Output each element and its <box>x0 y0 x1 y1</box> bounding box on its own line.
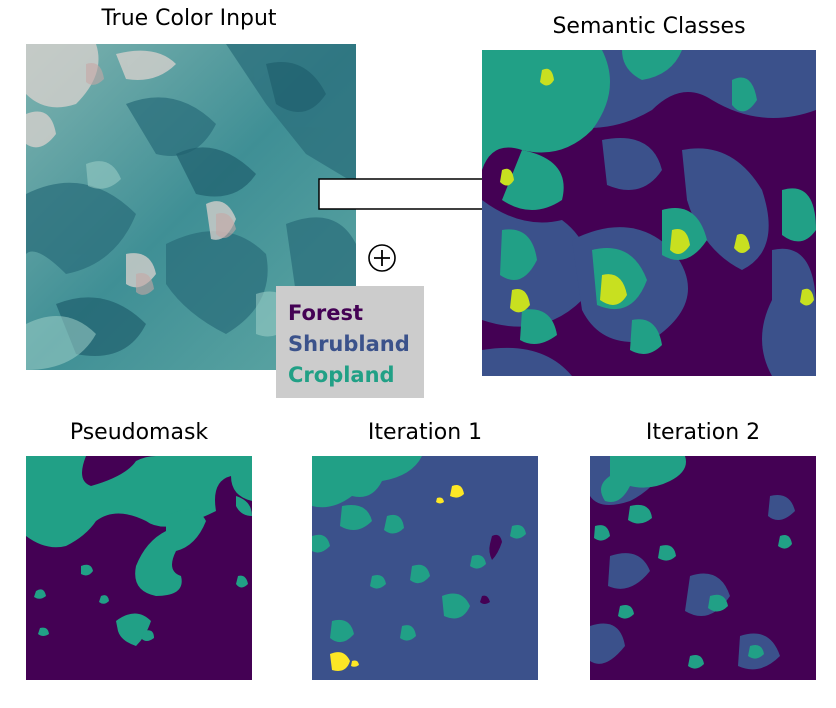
circled-plus-icon <box>366 242 398 274</box>
title-iteration-2: Iteration 2 <box>645 420 761 445</box>
title-iteration-1: Iteration 1 <box>367 420 483 445</box>
semantic-classes-map <box>482 50 816 376</box>
pseudomask-map <box>26 456 252 680</box>
title-pseudomask: Pseudomask <box>69 420 209 445</box>
legend-item-cropland: Cropland <box>288 363 395 387</box>
true-color-image <box>26 44 356 370</box>
title-semantic-classes: Semantic Classes <box>552 14 746 39</box>
legend-item-shrubland: Shrubland <box>288 332 410 356</box>
title-true-color-input: True Color Input <box>101 6 277 31</box>
iteration-2-map <box>590 456 816 680</box>
legend-item-forest: Forest <box>288 301 364 325</box>
class-legend: Forest Shrubland Cropland <box>276 286 424 398</box>
iteration-1-map <box>312 456 538 680</box>
